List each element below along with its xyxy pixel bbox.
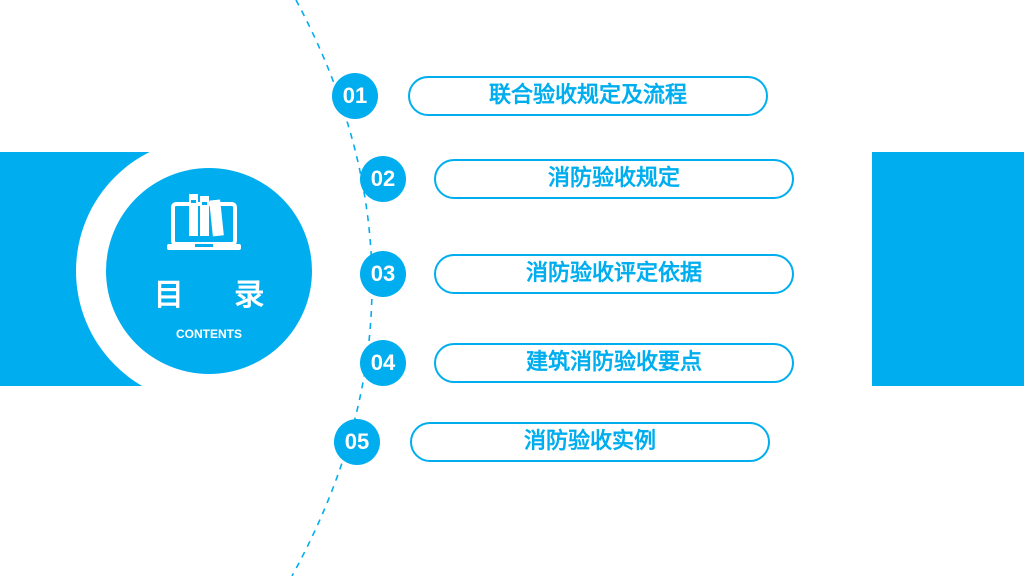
book-laptop-icon: [167, 194, 241, 250]
toc-subtitle: CONTENTS: [176, 327, 242, 341]
toc-item-label[interactable]: 联合验收规定及流程: [408, 76, 768, 116]
toc-number-badge: 04: [360, 340, 406, 386]
toc-title: 目 录: [153, 278, 285, 313]
toc-item-label[interactable]: 消防验收评定依据: [434, 254, 794, 294]
toc-number-badge: 05: [334, 419, 380, 465]
toc-item-label[interactable]: 消防验收规定: [434, 159, 794, 199]
toc-number-badge: 01: [332, 73, 378, 119]
toc-number-badge: 02: [360, 156, 406, 202]
toc-item-label[interactable]: 消防验收实例: [410, 422, 770, 462]
right-blue-band: [872, 152, 1024, 386]
toc-number-badge: 03: [360, 251, 406, 297]
toc-item-label[interactable]: 建筑消防验收要点: [434, 343, 794, 383]
